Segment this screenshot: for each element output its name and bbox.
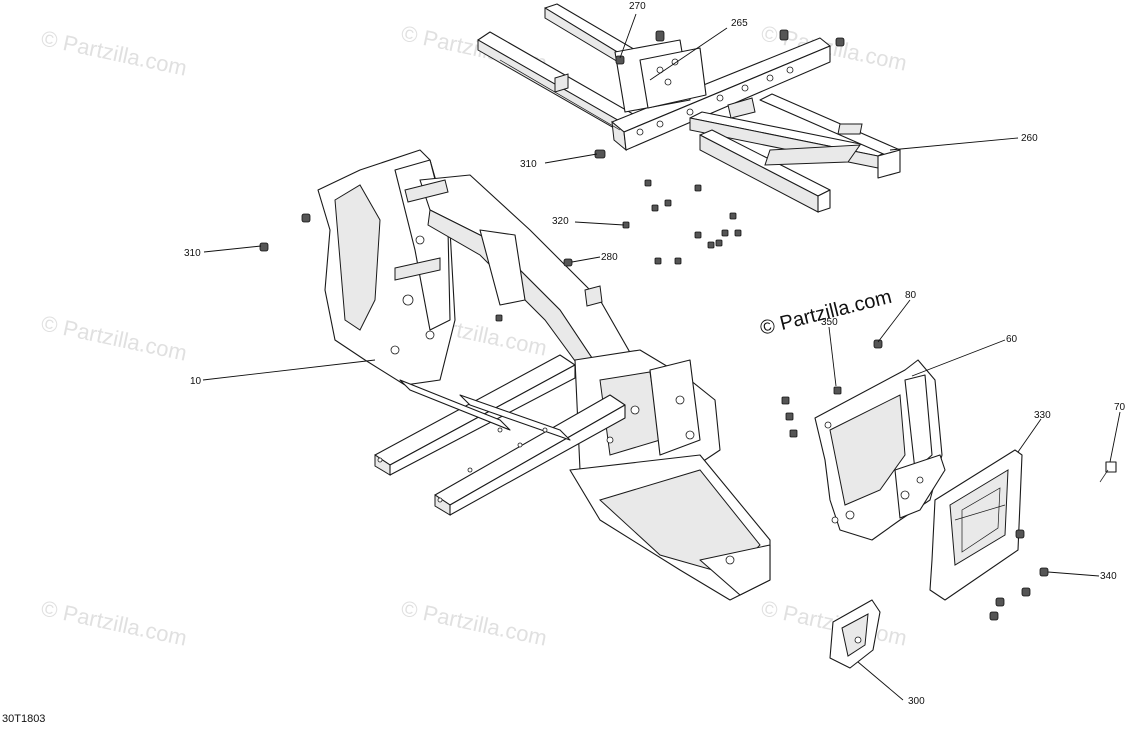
callout-330: 330 bbox=[1034, 410, 1051, 421]
nut-part-270 bbox=[615, 29, 845, 65]
callout-80: 80 bbox=[905, 290, 917, 301]
callout-340: 340 bbox=[1100, 571, 1117, 582]
bolt-part-70 bbox=[1099, 461, 1117, 483]
watermarks: © Partzilla.com © Partzilla.com © Partzi… bbox=[39, 20, 909, 650]
callout-350: 350 bbox=[821, 317, 838, 328]
callout-265: 265 bbox=[731, 18, 748, 29]
drawing-code: 30T1803 bbox=[2, 713, 46, 725]
callout-260: 260 bbox=[1021, 133, 1038, 144]
nut-part-310 bbox=[259, 149, 606, 252]
watermark: © Partzilla.com bbox=[399, 595, 549, 650]
bracket-part-60 bbox=[814, 359, 946, 541]
bracket-part-300 bbox=[829, 599, 881, 669]
skid-plate-part-330 bbox=[929, 449, 1023, 601]
watermark: © Partzilla.com bbox=[39, 310, 189, 365]
bolt-part-340 bbox=[989, 529, 1049, 621]
nut-part-80 bbox=[873, 339, 883, 349]
watermark-logo: © Partzilla.com bbox=[758, 286, 894, 340]
callout-labels: 270 265 260 310 310 320 280 10 80 350 60… bbox=[184, 1, 1126, 707]
callout-280: 280 bbox=[601, 252, 618, 263]
rear-subframe-part-260 bbox=[477, 3, 901, 213]
callout-10: 10 bbox=[190, 376, 202, 387]
callout-310: 310 bbox=[520, 159, 537, 170]
callout-70: 70 bbox=[1114, 402, 1126, 413]
leader-lines bbox=[202, 13, 1121, 701]
nut-part-320 bbox=[622, 179, 742, 265]
callout-310: 310 bbox=[184, 248, 201, 259]
callout-270: 270 bbox=[629, 1, 646, 12]
nut-part-350 bbox=[781, 386, 842, 438]
callout-320: 320 bbox=[552, 216, 569, 227]
main-frame-part-10 bbox=[317, 149, 771, 601]
watermark: © Partzilla.com bbox=[39, 595, 189, 650]
callout-300: 300 bbox=[908, 696, 925, 707]
watermark: © Partzilla.com bbox=[39, 25, 189, 80]
nut-part-280 bbox=[495, 258, 573, 322]
callout-60: 60 bbox=[1006, 334, 1018, 345]
